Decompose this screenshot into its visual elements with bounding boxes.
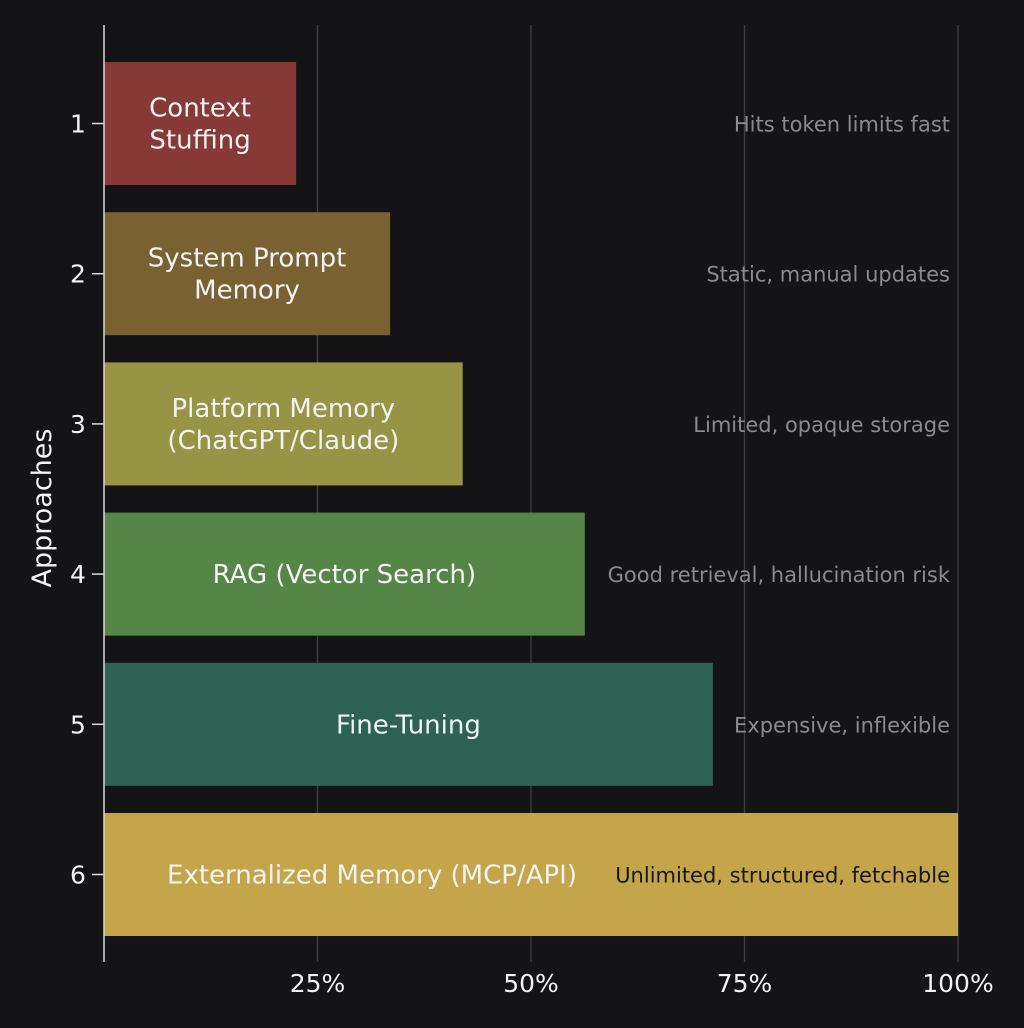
- bar: [104, 813, 958, 936]
- bar: [104, 62, 297, 185]
- y-tick-label: 3: [70, 410, 86, 439]
- y-axis-label: Approaches: [27, 429, 58, 588]
- bar-label: System Prompt: [148, 244, 347, 274]
- bar-annotation: Expensive, inflexible: [734, 713, 950, 737]
- x-tick-label: 25%: [290, 969, 346, 998]
- bar-label: Memory: [194, 276, 300, 306]
- bar-label: Externalized Memory (MCP/API): [167, 861, 577, 891]
- bar: [104, 362, 463, 486]
- y-tick-label: 5: [70, 710, 86, 739]
- bar-annotation: Limited, opaque storage: [693, 413, 950, 437]
- x-tick-label: 100%: [922, 969, 993, 998]
- y-tick-label: 6: [70, 861, 86, 890]
- x-tick-label: 75%: [717, 969, 773, 998]
- y-tick-label: 2: [70, 260, 86, 289]
- bar-label: Stuffing: [149, 126, 250, 156]
- bar-annotation: Hits token limits fast: [734, 113, 950, 137]
- bar: [104, 212, 391, 336]
- bar-label: (ChatGPT/Claude): [167, 426, 399, 456]
- y-tick-label: 4: [70, 560, 86, 589]
- bar-label: Platform Memory: [172, 394, 396, 424]
- bar-label: Fine-Tuning: [336, 710, 481, 740]
- y-tick-label: 1: [70, 110, 86, 139]
- x-tick-label: 50%: [503, 969, 559, 998]
- bar: [104, 662, 713, 786]
- bar-label: RAG (Vector Search): [213, 560, 476, 590]
- bar-annotation: Static, manual updates: [706, 263, 950, 287]
- bar-annotation: Unlimited, structured, fetchable: [615, 864, 950, 888]
- bar: [104, 512, 585, 636]
- bar-label: Context: [149, 94, 251, 124]
- bar-annotation: Good retrieval, hallucination risk: [608, 563, 951, 587]
